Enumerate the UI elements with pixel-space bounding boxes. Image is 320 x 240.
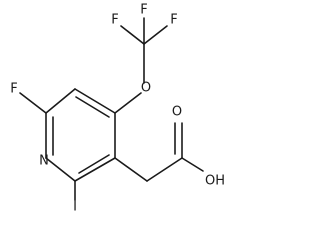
bond-ring-c5-c6 bbox=[45, 88, 76, 114]
atom-hydroxyl: OH bbox=[205, 174, 225, 189]
bond-ring-c4-c5 bbox=[74, 88, 116, 114]
bond-ring-ch2 bbox=[114, 157, 148, 182]
bond-ring-c4-c5-double bbox=[75, 96, 110, 118]
atom-fluorine-top-left: F bbox=[111, 13, 118, 28]
bond-hydroxyl bbox=[181, 157, 204, 172]
bond-ring-c2-c3 bbox=[74, 157, 116, 182]
bond-ring-fluorine bbox=[19, 92, 47, 114]
bonds bbox=[19, 17, 204, 201]
bond-ring-c2-c3-double bbox=[78, 154, 110, 174]
atom-iodine: I bbox=[73, 200, 77, 215]
atom-ether-oxygen: O bbox=[141, 81, 151, 96]
atom-fluorine-top-right: F bbox=[170, 13, 177, 28]
atom-fluorine-top-middle: F bbox=[140, 3, 147, 18]
bond-ch2-carboxyl bbox=[146, 157, 183, 182]
bond-cf3-f-top-left bbox=[120, 25, 145, 45]
atom-ring-nitrogen: N bbox=[39, 154, 49, 169]
atom-labels: F F F O F N I O OH bbox=[10, 3, 225, 215]
atom-ring-fluorine: F bbox=[10, 82, 17, 97]
bond-cf3-f-top-right bbox=[143, 25, 168, 45]
chemical-structure-diagram: F F F O F N I O OH bbox=[10, 3, 225, 215]
bond-oxygen-ring bbox=[114, 92, 142, 114]
atom-carbonyl-oxygen: O bbox=[172, 105, 182, 120]
bond-ring-n-c2 bbox=[45, 157, 76, 182]
